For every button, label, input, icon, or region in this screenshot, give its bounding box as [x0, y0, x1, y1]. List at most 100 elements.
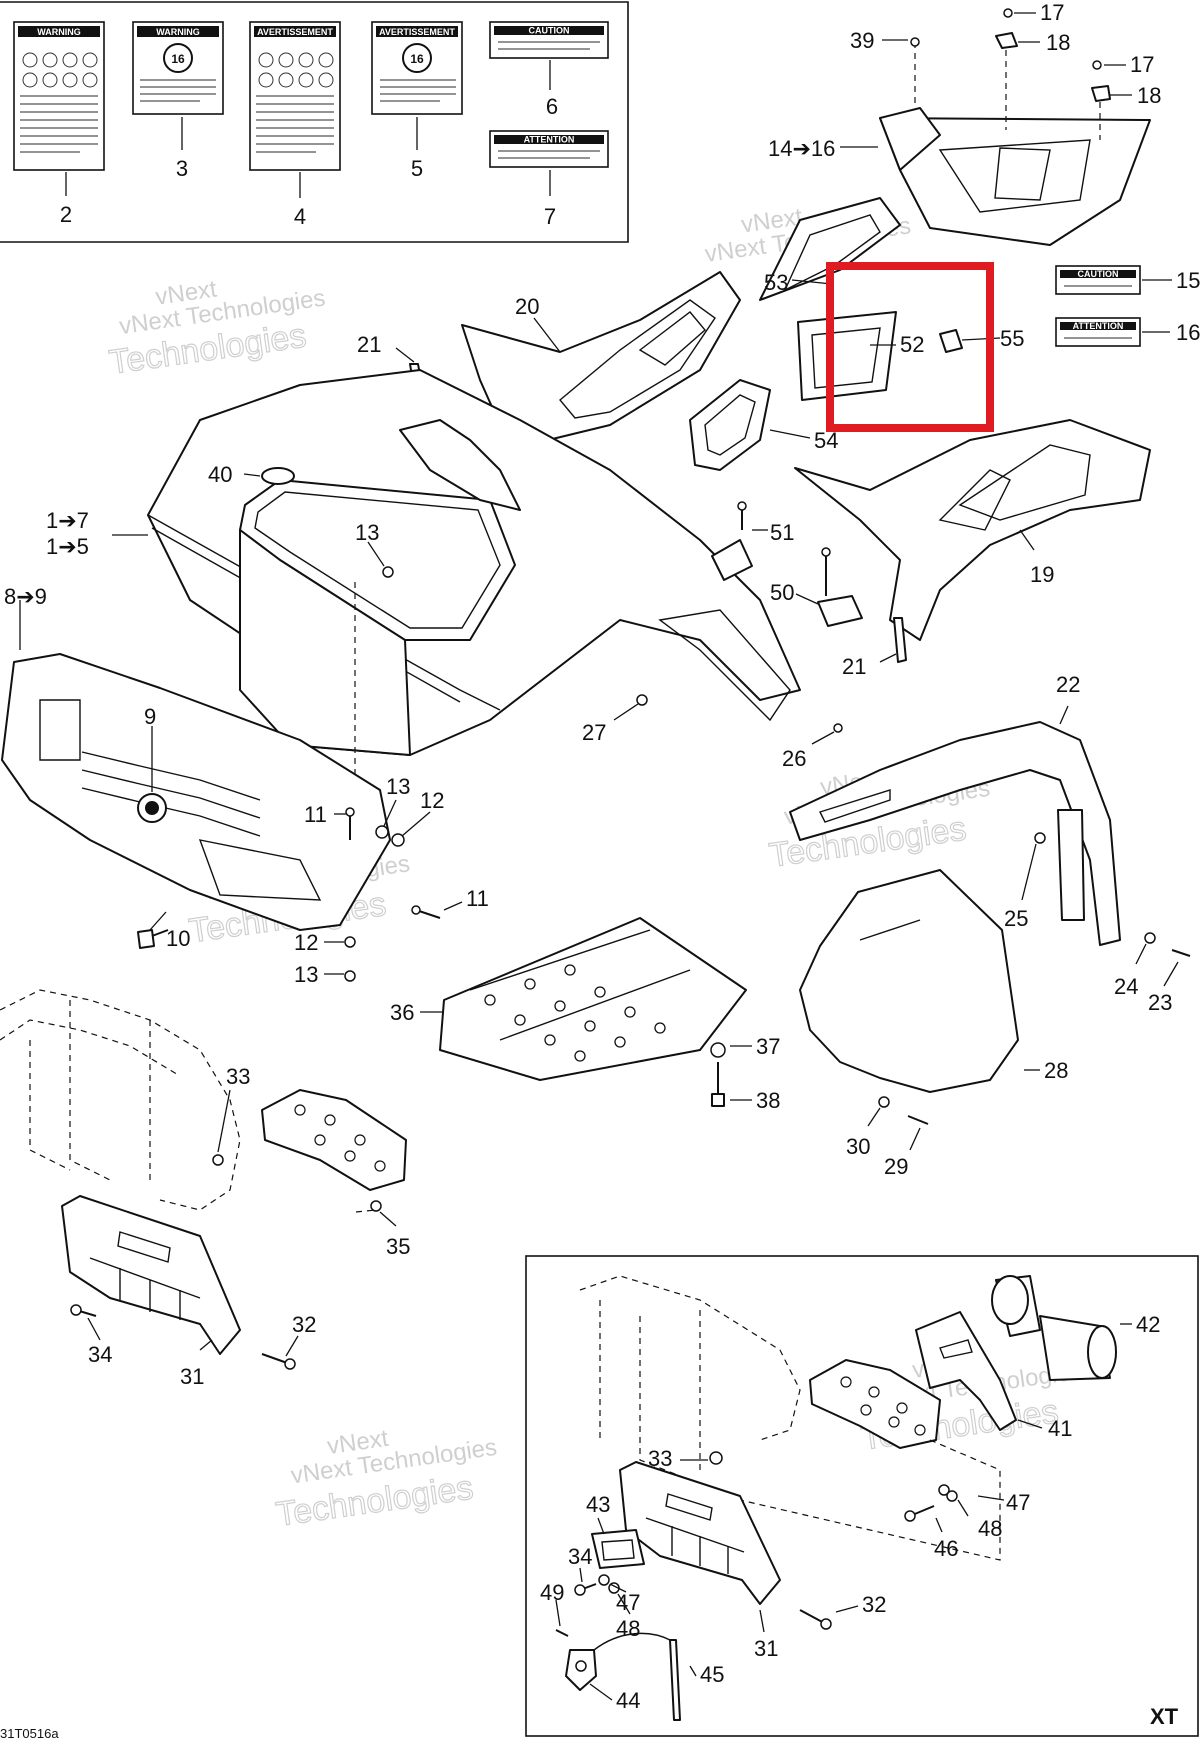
callout-19: 19: [1030, 562, 1054, 587]
washer-33-inset: [709, 1451, 723, 1465]
bracket-50: [711, 501, 863, 627]
callout-43: 43: [586, 1492, 610, 1517]
hook-44: [565, 1632, 671, 1691]
callout-33a: 33: [226, 1064, 250, 1089]
svg-text:AVERTISSEMENT: AVERTISSEMENT: [379, 27, 455, 37]
washer-48a: [946, 1490, 958, 1502]
rod-45: [669, 1639, 681, 1721]
callout-39: 39: [850, 28, 874, 53]
screw-39: [910, 37, 920, 108]
callout-47b: 47: [616, 1590, 640, 1615]
callout-38: 38: [756, 1088, 780, 1113]
cap-40: [261, 467, 295, 485]
svg-text:ATTENTION: ATTENTION: [1073, 321, 1124, 331]
callout-47a: 47: [1006, 1490, 1030, 1515]
part-winch-plate-right: [809, 1359, 941, 1449]
callout-6: 6: [546, 94, 558, 119]
callout-24: 24: [1114, 974, 1138, 999]
part-22-rear-fender: [789, 721, 1121, 946]
washer-33: [212, 1154, 224, 1166]
callout-37: 37: [756, 1034, 780, 1059]
nut-35: [370, 1200, 382, 1212]
part-winch-plate-left: [261, 1089, 407, 1191]
callout-22: 22: [1056, 672, 1080, 697]
callout-44: 44: [616, 1688, 640, 1713]
svg-text:WARNING: WARNING: [37, 27, 81, 37]
figure-code: 31T0516a: [0, 1726, 59, 1741]
callout-17a: 17: [1040, 0, 1064, 25]
svg-text:AVERTISSEMENT: AVERTISSEMENT: [257, 27, 333, 37]
callout-30: 30: [846, 1134, 870, 1159]
part-54-vent: [689, 379, 771, 471]
callout-21a: 21: [357, 332, 381, 357]
pin-49: [555, 1629, 569, 1637]
decal-7: ATTENTION: [489, 130, 609, 168]
decal-4: AVERTISSEMENT: [249, 21, 341, 171]
washer-13-top: [382, 566, 394, 578]
highlight-box: 52 55: [797, 262, 1024, 432]
washer-30: [878, 1096, 890, 1108]
washer-24: [1144, 932, 1156, 944]
screw-37-38: [710, 1042, 726, 1107]
part-31-skid-front: [61, 1195, 241, 1355]
callout-40: 40: [208, 462, 232, 487]
callout-7: 7: [544, 204, 556, 229]
washer-13: [375, 825, 389, 839]
callout-28: 28: [1044, 1058, 1068, 1083]
callout-13a: 13: [355, 520, 379, 545]
callout-55: 55: [1000, 326, 1024, 351]
callout-49: 49: [540, 1580, 564, 1605]
callout-21b: 21: [842, 654, 866, 679]
callout-2: 2: [60, 202, 72, 227]
callout-48a: 48: [978, 1516, 1002, 1541]
washer-25: [1034, 832, 1046, 844]
svg-text:16: 16: [410, 52, 424, 66]
callout-17b: 17: [1130, 52, 1154, 77]
callout-54: 54: [814, 428, 838, 453]
callout-35: 35: [386, 1234, 410, 1259]
washer-47a: [938, 1484, 950, 1496]
callout-31a: 31: [180, 1364, 204, 1389]
pin-21-bottom: [893, 617, 907, 663]
callout-27: 27: [582, 720, 606, 745]
screw-34b: [574, 1583, 597, 1596]
callout-46: 46: [934, 1536, 958, 1561]
svg-text:16: 16: [171, 52, 185, 66]
decal-15: CAUTION: [1055, 265, 1141, 295]
screw-32b: [799, 1609, 832, 1630]
screw-46: [904, 1505, 935, 1522]
callout-9: 9: [144, 704, 156, 729]
screw-32a: [261, 1353, 296, 1370]
screw-11-bottom: [411, 905, 441, 919]
screw-17: [1003, 8, 1102, 70]
part-36-skid-plate: [439, 917, 747, 1081]
part-19-side-panel: [794, 419, 1151, 641]
callout-18b: 18: [1137, 83, 1161, 108]
callout-15: 15: [1176, 268, 1200, 293]
callout-26: 26: [782, 746, 806, 771]
callout-13c: 13: [294, 962, 318, 987]
callout-52: 52: [900, 332, 924, 357]
callout-3: 3: [176, 156, 188, 181]
inset-label-xt: XT: [1150, 1704, 1179, 1729]
screw-23: [1171, 949, 1191, 957]
callout-32b: 32: [862, 1592, 886, 1617]
part-41-bracket: [915, 1311, 1017, 1431]
svg-text:WARNING: WARNING: [156, 27, 200, 37]
callout-18a: 18: [1046, 30, 1070, 55]
decal-3: WARNING 16: [132, 21, 224, 115]
inset-guard: [579, 1275, 801, 1481]
svg-text:ATTENTION: ATTENTION: [524, 135, 575, 145]
callout-41: 41: [1048, 1416, 1072, 1441]
callout-1-7: 1➔7: [46, 508, 89, 533]
callout-12a: 12: [420, 788, 444, 813]
callout-5: 5: [411, 156, 423, 181]
callout-45: 45: [700, 1662, 724, 1687]
callout-14-16: 14➔16: [768, 136, 835, 161]
decal-6: CAUTION: [489, 21, 609, 59]
callout-42: 42: [1136, 1312, 1160, 1337]
callout-34b: 34: [568, 1544, 592, 1569]
screw-10: [137, 929, 169, 949]
